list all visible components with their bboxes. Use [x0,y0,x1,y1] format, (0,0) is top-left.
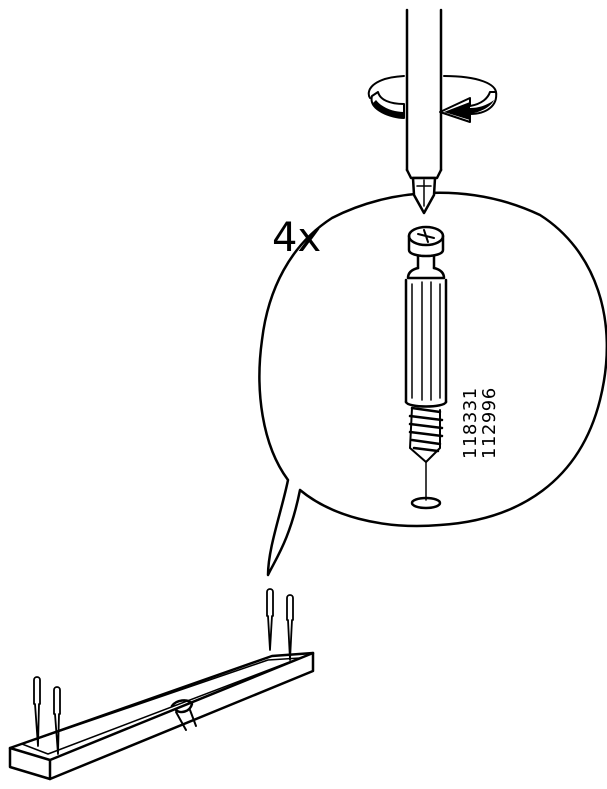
board-icon [8,588,315,781]
part-number-1: 118331 [460,387,481,459]
screwdriver-icon [405,8,443,215]
rotation-arrow-icon [367,75,498,123]
part-numbers: 118331 112996 [460,387,500,459]
cam-dowel-icon [404,225,448,510]
part-number-2: 112996 [479,387,500,459]
zoom-callout-bubble [258,191,607,577]
quantity-label: 4x [272,215,322,261]
